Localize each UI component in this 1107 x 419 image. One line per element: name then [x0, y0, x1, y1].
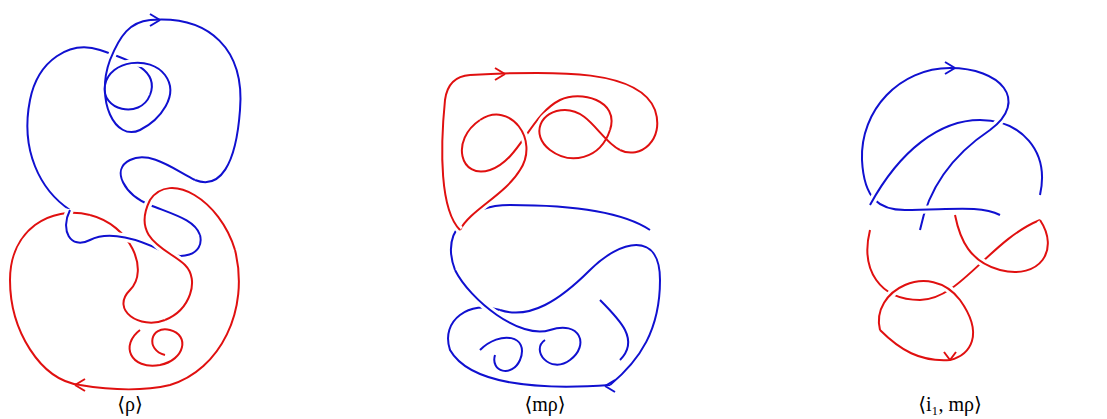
figure-label: ⟨mρ⟩: [524, 392, 565, 416]
figure-label: ⟨ρ⟩: [117, 392, 143, 416]
figure-label: ⟨i₁, mρ⟩: [918, 392, 982, 416]
